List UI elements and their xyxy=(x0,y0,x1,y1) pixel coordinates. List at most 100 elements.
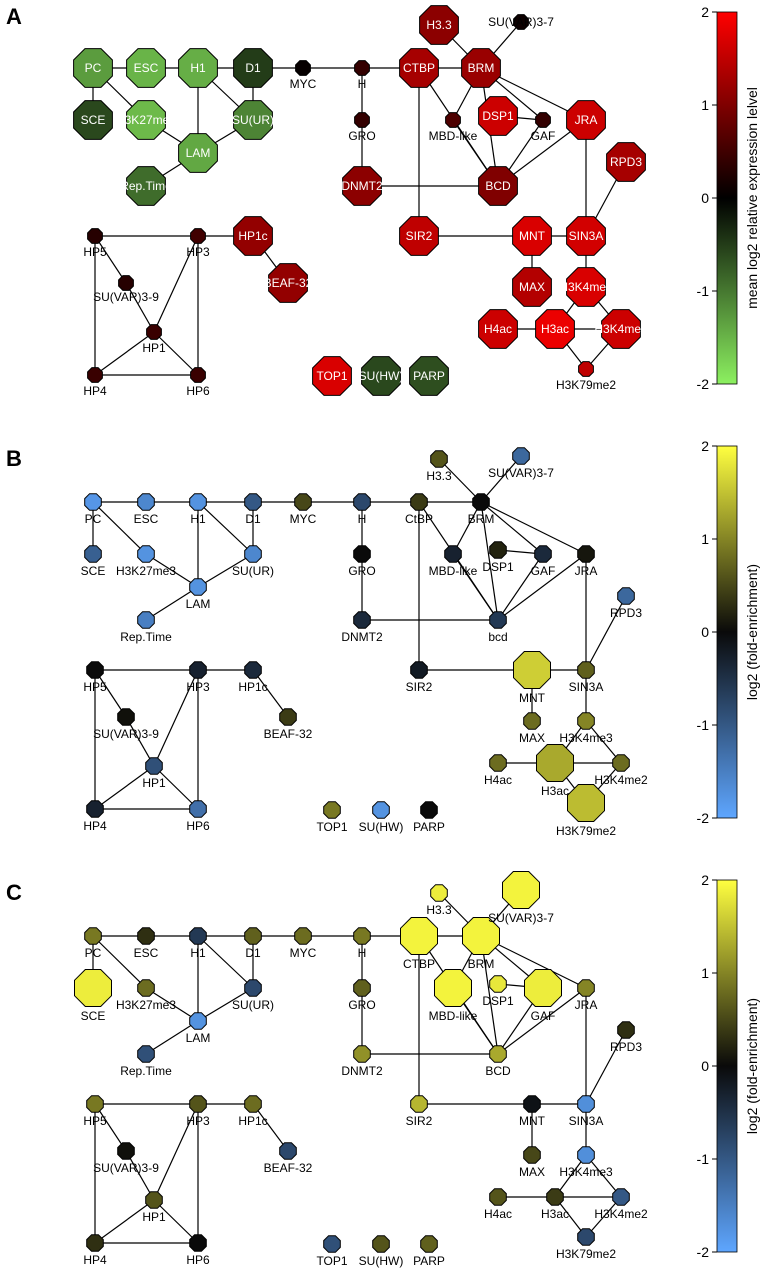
edge-hp3-hp1 xyxy=(153,1103,199,1201)
node-suhw: SU(HW) xyxy=(359,1235,404,1268)
colorbar-tick-label: 1 xyxy=(701,97,709,113)
node-label: D1 xyxy=(245,61,261,75)
node-shape xyxy=(478,96,518,136)
node-label: LAM xyxy=(186,146,211,160)
node-shape xyxy=(86,1095,104,1113)
colorbar-tick-label: -2 xyxy=(697,376,710,392)
node-shape xyxy=(410,1095,428,1113)
edge-hp1c-beaf32 xyxy=(252,669,289,718)
node-shape xyxy=(577,545,595,563)
node-label: HP1 xyxy=(142,776,166,790)
node-label: LAM xyxy=(186,597,211,611)
node-label: MAX xyxy=(519,280,545,294)
node-label: HP3 xyxy=(186,680,210,694)
node-label: HP4 xyxy=(83,384,107,398)
node-shape xyxy=(244,661,262,679)
node-label: Rep.Time xyxy=(120,630,172,644)
node-shape xyxy=(472,493,490,511)
node-label: Rep.Time xyxy=(120,1064,172,1078)
node-shape xyxy=(295,60,311,76)
node-shape xyxy=(86,661,104,679)
node-shape xyxy=(566,100,606,140)
node-label: DSP1 xyxy=(482,560,514,574)
node-shape xyxy=(294,493,312,511)
edge-h3k4me2-h3k79me2 xyxy=(585,1196,622,1238)
node-mbd: MBD-like xyxy=(429,112,478,143)
node-label: HP5 xyxy=(83,245,107,259)
node-bcd: bcd xyxy=(488,611,508,644)
node-shape xyxy=(353,611,371,629)
node-shape xyxy=(617,1021,635,1039)
node-shape xyxy=(244,927,262,945)
node-h3k4me2: H3K4me2 xyxy=(594,1188,648,1221)
colorbar-gradient xyxy=(716,879,738,1253)
node-reptime: Rep.Time xyxy=(120,166,172,206)
panel-letter: B xyxy=(6,446,22,471)
node-hp4: HP4 xyxy=(83,367,107,398)
node-shape xyxy=(279,708,297,726)
node-max: MAX xyxy=(519,1146,545,1179)
node-label: H1 xyxy=(190,946,206,960)
edge-hp1-hp6 xyxy=(153,1199,199,1244)
node-label: LAM xyxy=(186,1031,211,1045)
node-shape xyxy=(612,1188,630,1206)
edge-sin3a-rpd3 xyxy=(585,1029,627,1105)
node-shape xyxy=(523,712,541,730)
node-shape xyxy=(73,48,113,88)
node-pc: PC xyxy=(84,927,102,960)
node-label: SU(VAR)3-7 xyxy=(488,911,554,925)
node-label: SU(HW) xyxy=(359,1254,404,1268)
node-label: SU(VAR)3-9 xyxy=(93,727,159,741)
node-shape xyxy=(117,1142,135,1160)
node-shape xyxy=(546,1188,564,1206)
node-gaf: GAF xyxy=(524,969,562,1023)
node-shape xyxy=(489,975,507,993)
node-myc: MYC xyxy=(290,493,317,526)
node-esc: ESC xyxy=(126,48,166,88)
node-label: PC xyxy=(85,61,102,75)
edge-mbd-bcd xyxy=(452,553,499,621)
node-shape xyxy=(410,493,428,511)
node-label: JRA xyxy=(575,998,598,1012)
node-label: BEAF-32 xyxy=(264,1161,313,1175)
node-dsp1: DSP1 xyxy=(482,541,514,574)
node-h33: H3.3 xyxy=(426,450,452,483)
node-h3k79me2: H3K79me2 xyxy=(556,784,616,838)
node-shape xyxy=(513,651,551,689)
node-shape xyxy=(353,545,371,563)
edge-h1-suur xyxy=(197,935,254,989)
edge-brm-jra xyxy=(480,501,587,555)
node-suur: SU(UR) xyxy=(232,979,274,1012)
node-jra: JRA xyxy=(575,979,598,1012)
node-bcd: BCD xyxy=(485,1045,511,1078)
node-label: PC xyxy=(85,512,102,526)
node-shape xyxy=(617,587,635,605)
node-shape xyxy=(410,661,428,679)
node-ctbp: CtBP xyxy=(405,493,433,526)
node-label: SIN3A xyxy=(569,680,604,694)
edge-brm-suvar37 xyxy=(480,455,522,503)
node-mnt: MNT xyxy=(512,216,552,256)
node-hp5: HP5 xyxy=(83,228,107,259)
colorbar-tick-label: -1 xyxy=(697,1151,710,1167)
node-lam: LAM xyxy=(186,1012,211,1045)
node-shape xyxy=(244,493,262,511)
node-label: HP1 xyxy=(142,1210,166,1224)
node-label: H3ac xyxy=(541,1207,569,1221)
node-label: H3K4me2 xyxy=(594,1207,648,1221)
node-label: DSP1 xyxy=(482,109,514,123)
node-sin3a: SIN3A xyxy=(569,661,604,694)
node-shape xyxy=(87,228,103,244)
node-label: MYC xyxy=(290,946,317,960)
node-shape xyxy=(478,309,518,349)
node-shape xyxy=(137,493,155,511)
node-hp4: HP4 xyxy=(83,1234,107,1267)
node-label: DNMT2 xyxy=(341,1064,383,1078)
node-shape xyxy=(189,1234,207,1252)
node-shape xyxy=(502,871,540,909)
node-hp6: HP6 xyxy=(186,1234,210,1267)
node-shape xyxy=(420,801,438,819)
node-shape xyxy=(312,356,352,396)
